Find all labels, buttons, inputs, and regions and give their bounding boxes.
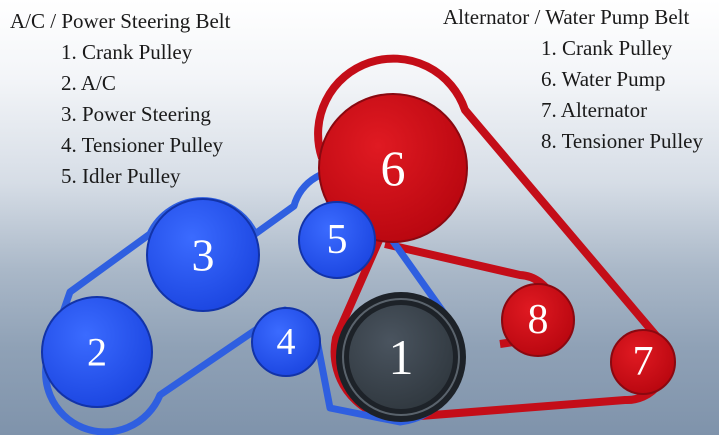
pulley-label-1: 1 <box>389 329 414 385</box>
pulley-label-4: 4 <box>277 321 296 363</box>
pulley-label-8: 8 <box>528 297 549 343</box>
pulley-5-idler-pulley: 5 <box>298 201 376 279</box>
water-pump-pulley-disc <box>318 93 468 243</box>
legend-item-water-pump: 6. Water Pump <box>540 67 666 91</box>
ac-power-steering-legend: A/C / Power Steering Belt 1. Crank Pulle… <box>10 6 230 192</box>
red-tensioner-pulley-disc <box>501 283 575 357</box>
pulley-3-power-steering: 3 <box>146 198 260 312</box>
crank-pulley-disc <box>349 305 453 409</box>
pulley-7-alternator: 7 <box>610 329 676 395</box>
legend-item-crank-pulley: 1. Crank Pulley <box>61 40 193 64</box>
legend-item-alternator: 7. Alternator <box>540 98 648 122</box>
legend-item-idler-pulley: 5. Idler Pulley <box>61 164 181 188</box>
pulley-label-2: 2 <box>87 330 107 375</box>
legend-item-ac: 2. A/C <box>61 71 116 95</box>
pulley-label-3: 3 <box>192 230 215 281</box>
crank-pulley-groove <box>342 298 460 416</box>
power-steering-pulley-disc <box>146 198 260 312</box>
legend-item-crank-pulley-right: 1. Crank Pulley <box>540 36 673 60</box>
pulley-6-water-pump: 6 <box>318 93 468 243</box>
ac-pulley-disc <box>41 296 153 408</box>
alternator-water-pump-belt-title: Alternator / Water Pump Belt <box>442 5 690 29</box>
pulley-label-5: 5 <box>327 217 348 263</box>
alternator-pulley-disc <box>610 329 676 395</box>
ac-power-steering-belt-title: A/C / Power Steering Belt <box>10 9 231 33</box>
pulley-4-tensioner-pulley: 4 <box>251 307 321 377</box>
legend-item-power-steering: 3. Power Steering <box>61 102 211 126</box>
tensioner-pulley-disc <box>251 307 321 377</box>
idler-pulley-disc <box>298 201 376 279</box>
legend-item-tensioner-pulley: 4. Tensioner Pulley <box>61 133 224 157</box>
alternator-water-pump-pulley-list: 1. Crank Pulley 6. Water Pump 7. Alterna… <box>541 33 703 157</box>
ac-power-steering-pulley-list: 1. Crank Pulley 2. A/C 3. Power Steering… <box>61 37 230 192</box>
alternator-water-pump-legend: Alternator / Water Pump Belt 1. Crank Pu… <box>443 2 703 157</box>
pulley-2-ac: 2 <box>41 296 153 408</box>
pulley-label-7: 7 <box>633 339 654 385</box>
pulley-1-crank-pulley: 1 <box>336 292 466 422</box>
pulley-8-tensioner-pulley: 8 <box>501 283 575 357</box>
pulley-label-6: 6 <box>381 140 406 196</box>
legend-item-tensioner-pulley-right: 8. Tensioner Pulley <box>540 129 703 153</box>
